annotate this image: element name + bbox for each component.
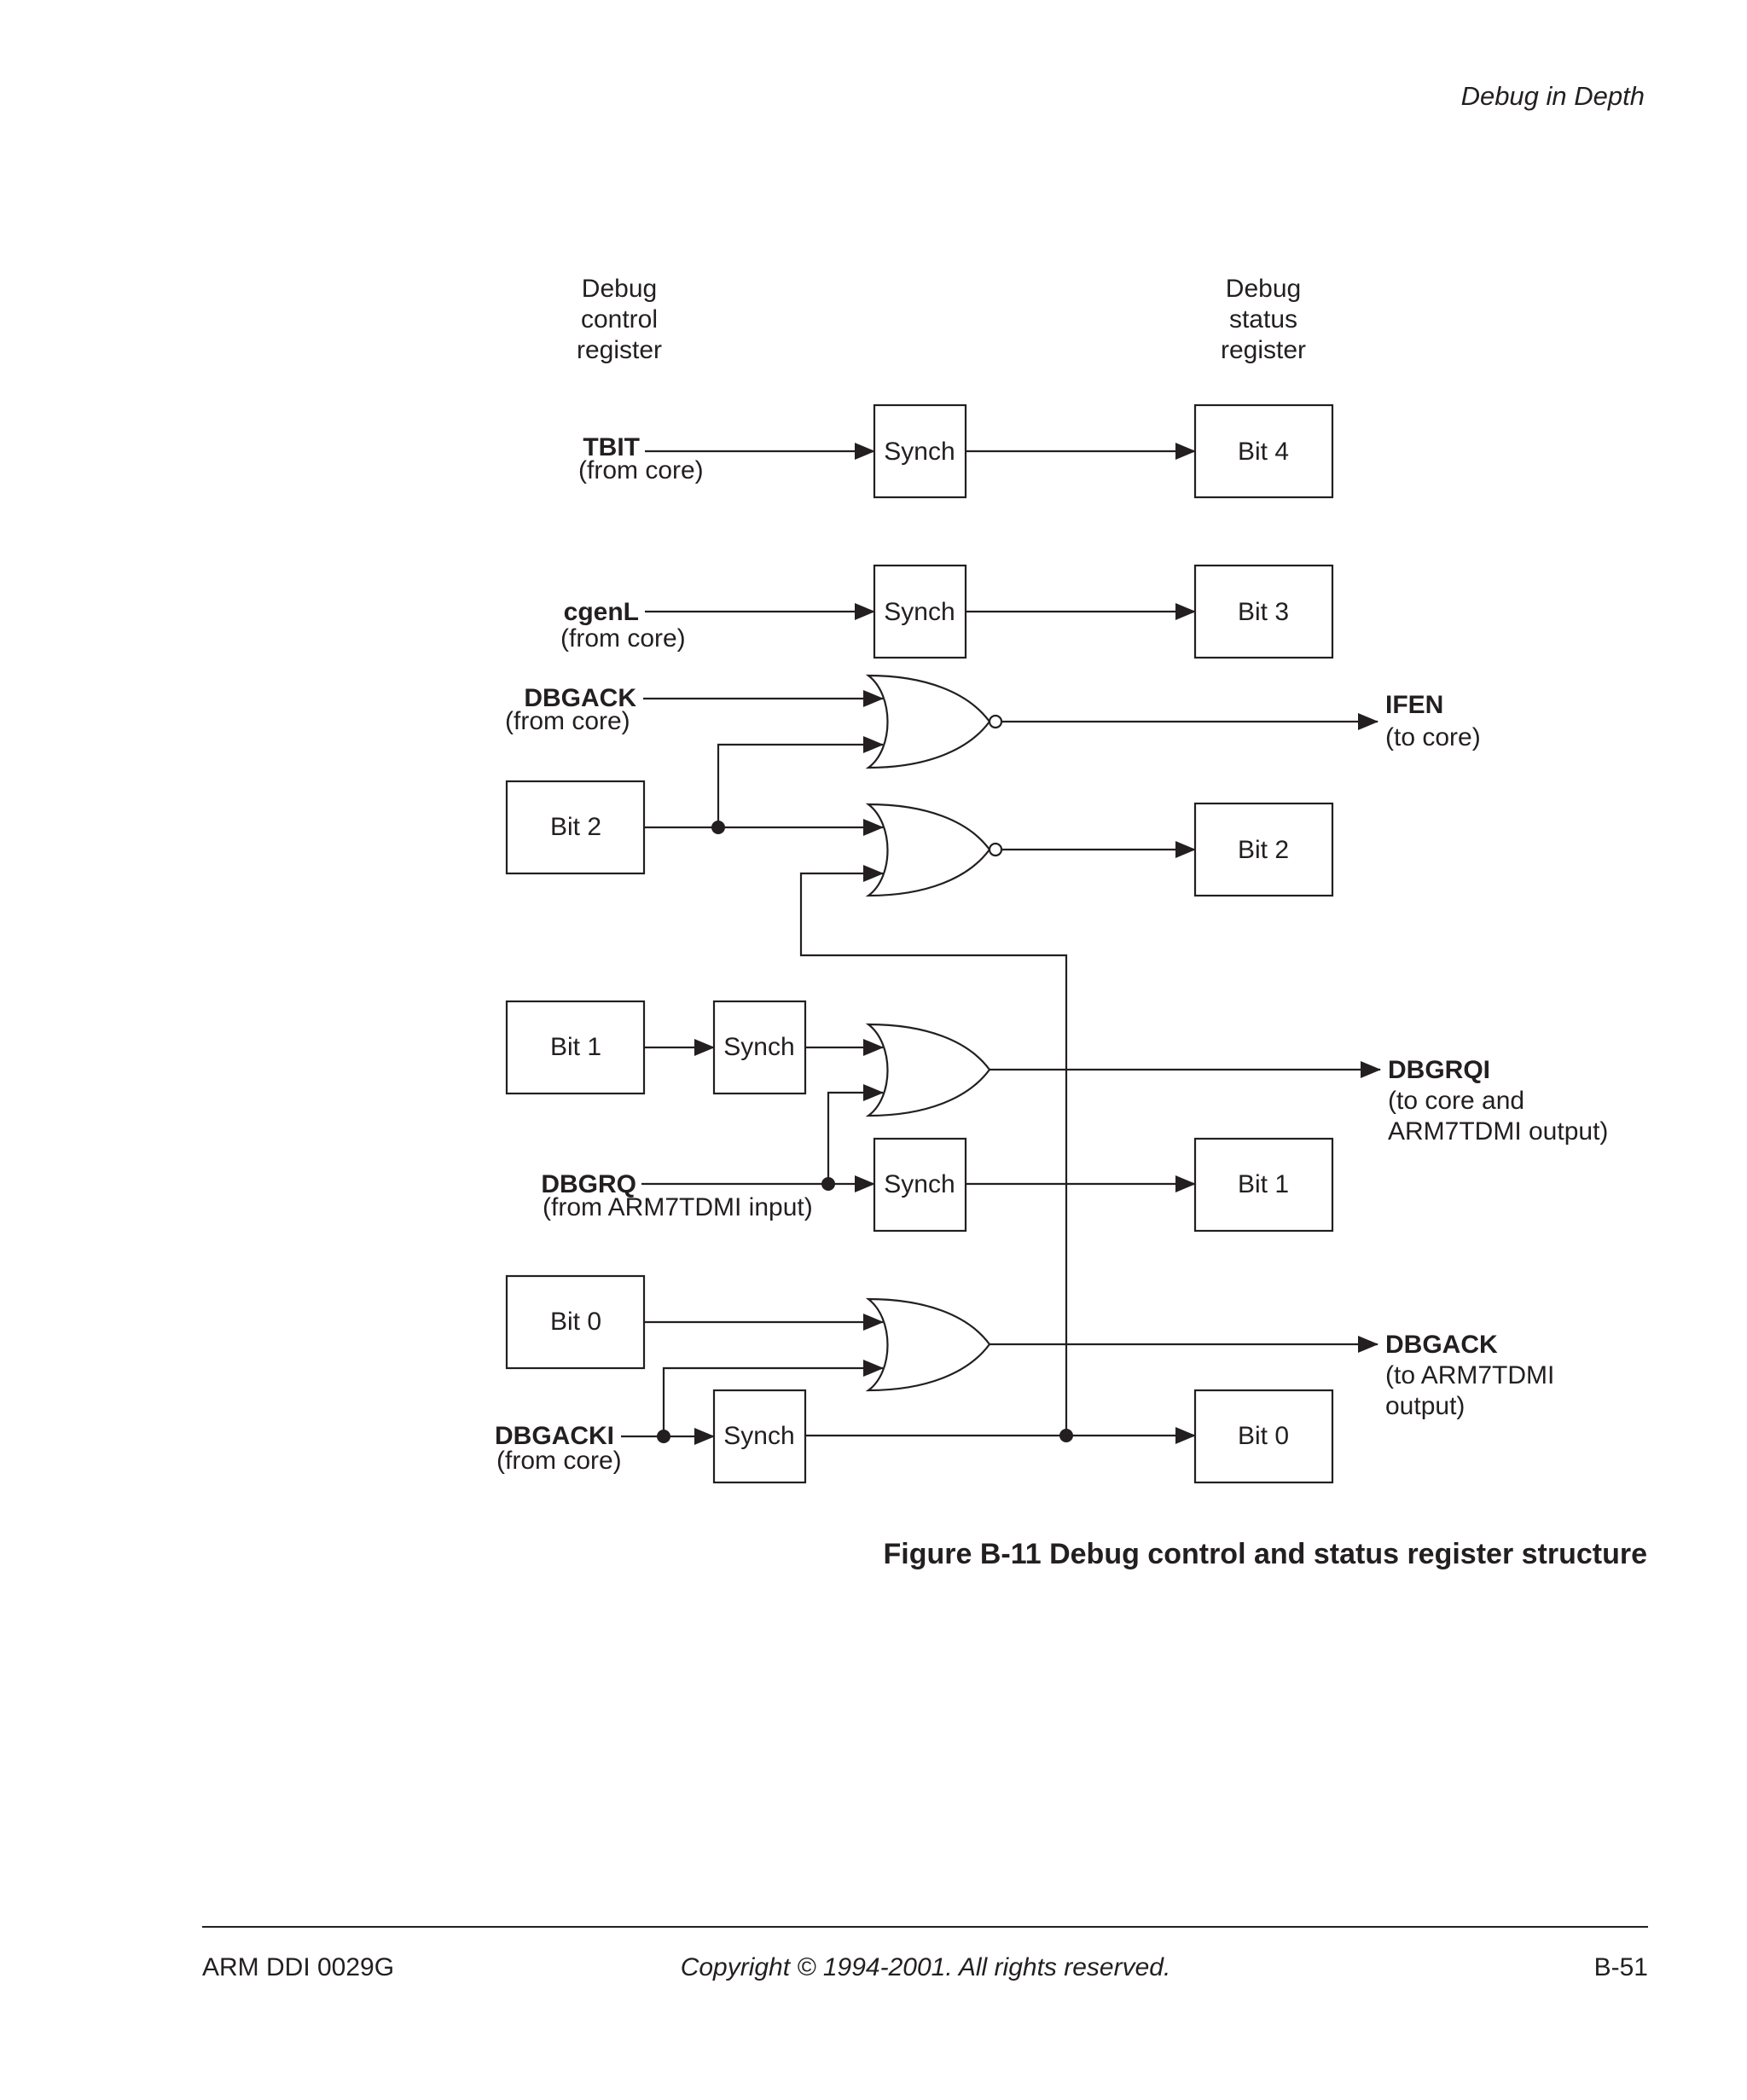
dbgacki-input-note: (from core) bbox=[496, 1447, 622, 1475]
tbit-input-label: TBIT bbox=[583, 433, 640, 461]
status-bit1-box bbox=[1193, 1137, 1334, 1233]
synch-label-cgenl: Synch bbox=[884, 598, 955, 626]
status-bit2-box bbox=[1193, 802, 1334, 897]
control-register-heading-line-3: register bbox=[577, 336, 662, 364]
control-register-heading-line-2: control bbox=[581, 305, 658, 334]
dbgack-output-label: DBGACK bbox=[1385, 1331, 1498, 1359]
footer-copyright: Copyright © 1994-2001. All rights reserv… bbox=[680, 1953, 1171, 1981]
footer-doc-id: ARM DDI 0029G bbox=[202, 1953, 395, 1981]
dbgrq-junction-dot bbox=[821, 1177, 835, 1191]
status-bit2-label: Bit 2 bbox=[1238, 836, 1289, 864]
footer-page-number: B-51 bbox=[1593, 1953, 1648, 1981]
bit0-feedback-junction-dot bbox=[1059, 1429, 1073, 1442]
status-bit0-label: Bit 0 bbox=[1238, 1422, 1289, 1450]
bit0-feedback-wire bbox=[799, 865, 1068, 1436]
nor-gate-ifen bbox=[865, 674, 991, 769]
control-bit2-label: Bit 2 bbox=[550, 813, 601, 841]
figure-caption: Figure B-11 Debug control and status reg… bbox=[883, 1538, 1647, 1570]
synch-label-dbgrq: Synch bbox=[884, 1170, 955, 1198]
dbgacki-to-or2-wire bbox=[662, 1360, 884, 1436]
status-bit3-box bbox=[1193, 564, 1334, 659]
dbgrq-input-note: (from ARM7TDMI input) bbox=[543, 1193, 813, 1221]
or-gate-dbgrqi bbox=[865, 1023, 991, 1117]
dbgacki-junction-dot bbox=[657, 1430, 670, 1443]
synch-label-dbgacki: Synch bbox=[723, 1422, 794, 1450]
synch-label-tbit: Synch bbox=[884, 438, 955, 466]
dbgrq-input-label: DBGRQ bbox=[541, 1170, 636, 1198]
dbgrq-to-or1-wire bbox=[827, 1084, 884, 1184]
status-bit1-label: Bit 1 bbox=[1238, 1170, 1289, 1198]
dbgrqi-output-note-1: (to core and bbox=[1388, 1087, 1524, 1115]
bit2-to-nor1-wire bbox=[717, 736, 884, 827]
tbit-input-note: (from core) bbox=[578, 456, 704, 484]
ifen-output-label: IFEN bbox=[1385, 691, 1443, 719]
status-register-heading-line-2: status bbox=[1229, 305, 1297, 334]
dbgrqi-output-label: DBGRQI bbox=[1388, 1056, 1490, 1084]
dbgrqi-output-note-2: ARM7TDMI output) bbox=[1388, 1117, 1608, 1146]
ifen-output-note: (to core) bbox=[1385, 723, 1481, 751]
dbgack-input-label: DBGACK bbox=[524, 684, 636, 712]
dbgack-input-note: (from core) bbox=[505, 707, 630, 735]
cgenl-input-label: cgenL bbox=[564, 598, 639, 626]
dbgack-output-note-2: output) bbox=[1385, 1392, 1465, 1420]
status-register-heading-line-1: Debug bbox=[1226, 275, 1301, 303]
status-register-heading-line-3: register bbox=[1221, 336, 1306, 364]
status-bit3-label: Bit 3 bbox=[1238, 598, 1289, 626]
dbgacki-input-label: DBGACKI bbox=[495, 1422, 614, 1450]
status-bit4-label: Bit 4 bbox=[1238, 438, 1289, 466]
control-bit1-label: Bit 1 bbox=[550, 1033, 601, 1061]
control-register-heading-line-1: Debug bbox=[582, 275, 657, 303]
cgenl-input-note: (from core) bbox=[560, 624, 686, 653]
status-bit0-box bbox=[1193, 1389, 1334, 1484]
or-gate-dbgack bbox=[865, 1297, 991, 1392]
nor-gate-status-bit2 bbox=[865, 803, 991, 897]
status-bit4-box bbox=[1193, 403, 1334, 499]
bit2-junction-dot bbox=[711, 821, 725, 834]
dbgack-output-note-1: (to ARM7TDMI bbox=[1385, 1361, 1554, 1389]
control-bit0-label: Bit 0 bbox=[550, 1308, 601, 1336]
synch-label-bit1: Synch bbox=[723, 1033, 794, 1061]
nor-gate-ifen-bubble bbox=[988, 714, 1003, 729]
footer-rule bbox=[202, 1926, 1648, 1928]
section-title: Debug in Depth bbox=[1460, 81, 1645, 111]
nor-gate-status-bit2-bubble bbox=[988, 842, 1003, 857]
